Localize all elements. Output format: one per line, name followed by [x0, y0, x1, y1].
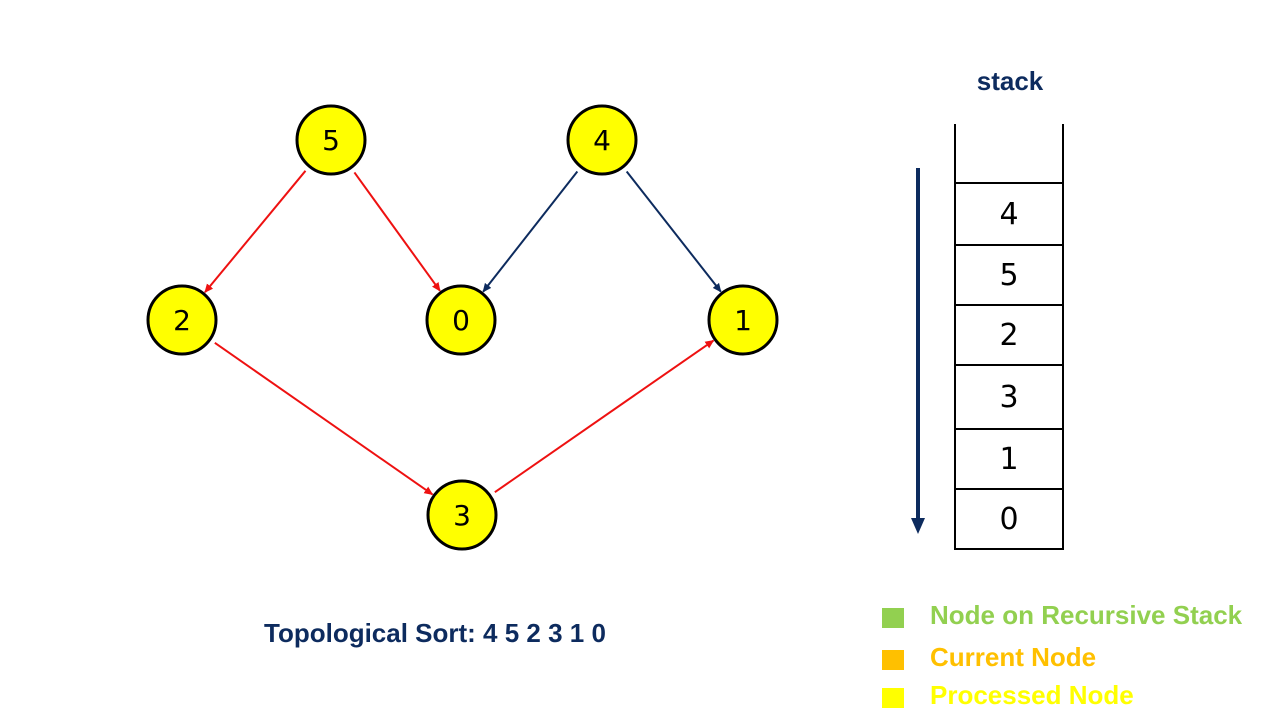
stack-cell: 2 [956, 304, 1062, 364]
node-2: 2 [146, 284, 218, 356]
node-circle [295, 104, 367, 176]
node-4: 4 [566, 104, 638, 176]
node-circle [146, 284, 218, 356]
legend-swatch [882, 608, 904, 628]
stack-cell: 5 [956, 244, 1062, 304]
node-0: 0 [425, 284, 497, 356]
node-5: 5 [295, 104, 367, 176]
edge-3-to-1 [494, 339, 715, 494]
node-label: 2 [173, 304, 191, 337]
stack-title: stack [976, 66, 1044, 96]
node-label: 1 [734, 304, 752, 337]
legend-label: Node on Recursive Stack [930, 600, 1243, 630]
stack-cell: 1 [956, 428, 1062, 488]
node-label: 5 [322, 124, 340, 157]
node-circle [425, 284, 497, 356]
nodes: 5 4 2 0 1 3 [146, 104, 779, 551]
stack-cell: 3 [956, 364, 1062, 428]
stack-direction-arrow-head [911, 518, 925, 534]
stack-cell: 0 [956, 488, 1062, 548]
legend-swatch [882, 650, 904, 670]
node-label: 4 [593, 124, 611, 157]
topological-sort-result: Topological Sort: 4 5 2 3 1 0 [264, 618, 606, 648]
edge-5-to-0 [353, 171, 441, 292]
node-label: 3 [453, 499, 471, 532]
node-circle [566, 104, 638, 176]
legend-swatch [882, 688, 904, 708]
node-circle [426, 479, 498, 551]
legend-label: Current Node [930, 642, 1097, 672]
edges [204, 170, 722, 496]
node-circle [707, 284, 779, 356]
node-1: 1 [707, 284, 779, 356]
legend-label: Processed Node [930, 680, 1134, 710]
edge-5-to-2 [204, 170, 307, 294]
stack-cell: 4 [956, 182, 1062, 244]
node-label: 0 [452, 304, 470, 337]
node-3: 3 [426, 479, 498, 551]
edge-4-to-1 [625, 170, 722, 293]
edge-2-to-3 [214, 342, 434, 496]
edge-4-to-0 [482, 170, 579, 293]
